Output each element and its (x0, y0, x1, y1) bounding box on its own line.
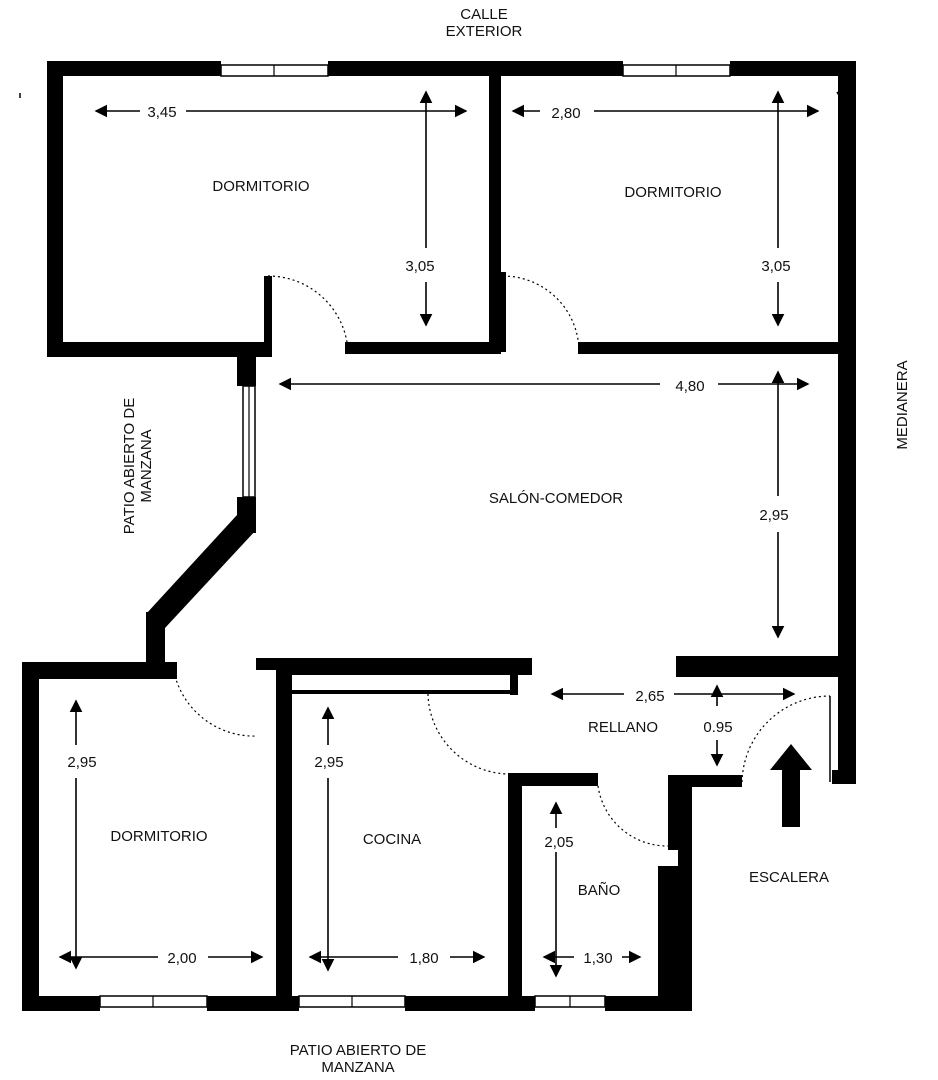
room-label-dormitorio-1: DORMITORIO (212, 178, 309, 195)
label-escalera: ESCALERA (749, 869, 829, 886)
dim-dorm3-depth: 2,95 (67, 754, 96, 771)
dim-salon-width: 4,80 (675, 378, 704, 395)
room-label-bano: BAÑO (578, 882, 621, 899)
room-label-dormitorio-3: DORMITORIO (110, 828, 207, 845)
svg-text:MANZANA: MANZANA (138, 429, 155, 502)
svg-text:CALLE: CALLE (460, 6, 508, 23)
dim-dorm3-width: 2,00 (167, 950, 196, 967)
svg-text:MANZANA: MANZANA (321, 1059, 394, 1076)
label-calle-exterior: CALLE EXTERIOR (446, 6, 523, 40)
room-label-cocina: COCINA (363, 831, 421, 848)
window-salon (242, 385, 256, 498)
door-dorm-3 (174, 675, 258, 737)
dim-dorm2-depth: 3,05 (761, 258, 790, 275)
door-entrance (741, 695, 831, 783)
dim-cocina-depth: 2,95 (314, 754, 343, 771)
dim-rellano-width: 2,65 (635, 688, 664, 705)
dim-bano-depth: 2,05 (544, 834, 573, 851)
svg-text:EXTERIOR: EXTERIOR (446, 23, 523, 40)
room-label-salon-comedor: SALÓN-COMEDOR (489, 490, 623, 507)
window-dorm-2 (622, 64, 731, 77)
door-dorm-1 (267, 275, 349, 351)
door-dorm-2 (502, 275, 580, 351)
dim-salon-depth: 2,95 (759, 507, 788, 524)
window-bano (534, 995, 606, 1008)
svg-text:PATIO ABIERTO DE: PATIO ABIERTO DE (121, 398, 138, 534)
svg-text:MEDIANERA: MEDIANERA (894, 360, 911, 449)
window-dorm-3 (99, 995, 208, 1008)
walls (22, 61, 856, 1011)
svg-text:PATIO ABIERTO DE: PATIO ABIERTO DE (290, 1042, 426, 1059)
door-cocina (427, 693, 511, 775)
room-label-dormitorio-2: DORMITORIO (624, 184, 721, 201)
doors (174, 275, 831, 847)
dim-dorm2-width: 2,80 (551, 105, 580, 122)
dim-bano-width: 1,30 (583, 950, 612, 967)
window-dorm-1 (220, 64, 329, 77)
dim-dorm1-depth: 3,05 (405, 258, 434, 275)
room-label-rellano: RELLANO (588, 719, 658, 736)
dimension-lines (58, 90, 820, 978)
window-cocina (298, 995, 406, 1008)
dim-cocina-width: 1,80 (409, 950, 438, 967)
label-patio-left: PATIO ABIERTO DE MANZANA (121, 398, 155, 534)
label-patio-bottom: PATIO ABIERTO DE MANZANA (290, 1042, 426, 1076)
label-medianera: MEDIANERA (894, 360, 911, 449)
dim-dorm1-width: 3,45 (147, 104, 176, 121)
stair-arrow-icon (770, 744, 812, 827)
door-bano (597, 785, 669, 847)
windows (99, 64, 731, 1008)
dim-rellano-depth: 0.95 (703, 719, 732, 736)
